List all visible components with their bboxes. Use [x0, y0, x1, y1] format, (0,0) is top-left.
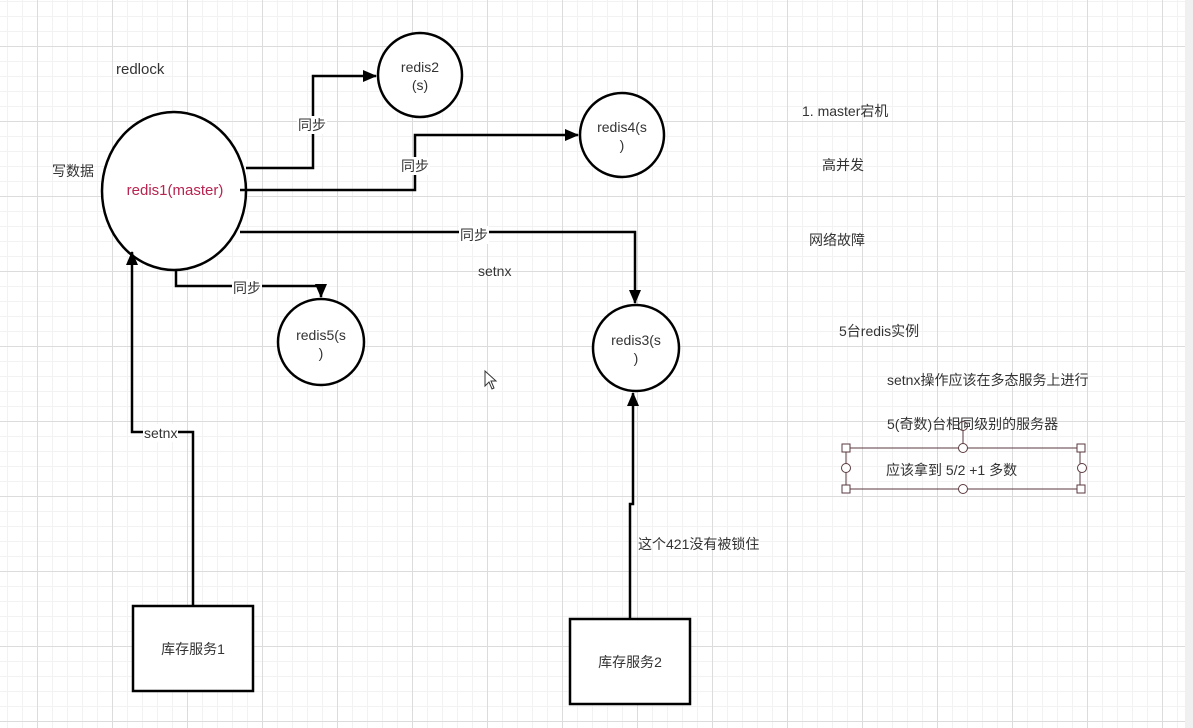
note-master-down: 1. master宕机: [802, 103, 889, 119]
selection-box[interactable]: [841, 421, 1087, 494]
redis3-label: redis3(s ): [596, 331, 676, 367]
canvas-scroll-edge: [1185, 0, 1193, 728]
edge-label-service1-setnx: setnx: [143, 424, 179, 442]
resize-handle-top[interactable]: [958, 443, 968, 453]
note-network-failure: 网络故障: [809, 232, 865, 248]
redis1-label: redis1(master): [126, 182, 224, 199]
selected-note-majority[interactable]: 应该拿到 5/2 +1 多数: [886, 462, 1018, 478]
rotate-handle[interactable]: [958, 421, 968, 431]
redis4-label: redis4(s ): [582, 118, 662, 154]
service2-node[interactable]: [568, 617, 692, 706]
service1-node[interactable]: [131, 604, 255, 693]
redis2-label-line1: redis2: [400, 59, 440, 75]
service2-label: 库存服务2: [598, 654, 662, 670]
resize-handle-left[interactable]: [841, 463, 851, 473]
edge-label-to-redis5: 同步: [232, 279, 262, 297]
redis4-label-line1: redis4(s: [597, 119, 647, 135]
resize-handle-bottom[interactable]: [958, 484, 968, 494]
note-setnx-multi-service: setnx操作应该在多态服务上进行: [887, 372, 1089, 388]
edge-label-to-redis3: 同步: [459, 226, 489, 244]
service1-label: 库存服务1: [161, 641, 225, 657]
redis4-node[interactable]: [578, 91, 666, 179]
redis5-label: redis5(s ): [281, 326, 361, 362]
resize-handle-bl[interactable]: [841, 484, 851, 494]
floating-setnx-label: setnx: [478, 263, 512, 279]
diagram-title: redlock: [116, 61, 165, 78]
resize-handle-tl[interactable]: [841, 443, 851, 453]
note-odd-servers: 5(奇数)台相同级别的服务器: [887, 416, 1059, 432]
redis2-label-line2: (s): [411, 77, 429, 93]
note-five-redis-instances: 5台redis实例: [839, 323, 920, 339]
service2-note-label: 这个421没有被锁住: [638, 536, 760, 552]
resize-handle-tr[interactable]: [1076, 443, 1086, 453]
edge-label-to-redis4: 同步: [400, 157, 430, 175]
note-high-concurrency: 高并发: [822, 157, 864, 173]
mouse-cursor-icon: [484, 369, 498, 390]
write-data-label: 写数据: [52, 163, 94, 179]
redis4-label-line2: ): [619, 137, 625, 153]
resize-handle-br[interactable]: [1076, 484, 1086, 494]
resize-handle-right[interactable]: [1077, 463, 1087, 473]
redis3-label-line1: redis3(s: [611, 332, 661, 348]
edge-service2-to-redis3[interactable]: [627, 392, 639, 619]
redis5-node[interactable]: [276, 297, 366, 387]
edge-redis1-to-redis3[interactable]: [240, 230, 641, 304]
redis3-label-line2: ): [633, 350, 639, 366]
redis5-label-line1: redis5(s: [296, 327, 346, 343]
edge-label-to-redis2: 同步: [297, 116, 327, 134]
redis2-node[interactable]: [376, 31, 464, 119]
redis2-label: redis2 (s): [380, 58, 460, 94]
redis5-label-line2: ): [318, 345, 324, 361]
redis3-node[interactable]: [591, 303, 681, 393]
